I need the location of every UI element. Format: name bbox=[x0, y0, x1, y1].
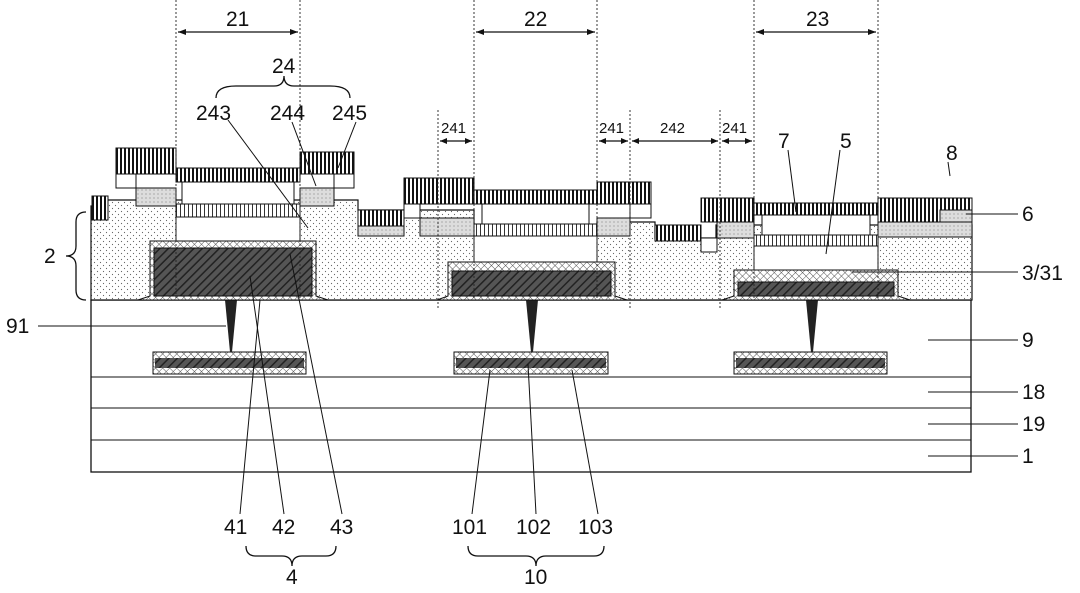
anodes bbox=[137, 240, 911, 301]
leader-lines bbox=[38, 119, 1018, 515]
label-5: 5 bbox=[840, 130, 852, 153]
label-241-b: 241 bbox=[599, 120, 624, 137]
label-21: 21 bbox=[226, 8, 249, 31]
top-film-stack bbox=[91, 147, 973, 253]
label-23: 23 bbox=[806, 8, 829, 31]
label-4: 4 bbox=[286, 566, 298, 589]
label-18: 18 bbox=[1022, 381, 1045, 404]
braces bbox=[65, 75, 605, 567]
label-243: 243 bbox=[196, 102, 231, 125]
label-19: 19 bbox=[1022, 413, 1045, 436]
label-7: 7 bbox=[778, 130, 790, 153]
label-241-c: 241 bbox=[722, 120, 747, 137]
label-43: 43 bbox=[330, 516, 353, 539]
label-41: 41 bbox=[224, 516, 247, 539]
label-244: 244 bbox=[270, 102, 305, 125]
label-102: 102 bbox=[516, 516, 551, 539]
label-10: 10 bbox=[524, 566, 547, 589]
label-9: 9 bbox=[1022, 329, 1034, 352]
label-1: 1 bbox=[1022, 445, 1034, 468]
label-101: 101 bbox=[452, 516, 487, 539]
vias bbox=[225, 300, 818, 352]
reference-labels: 21 22 23 24 243 244 245 241 241 242 241 … bbox=[6, 8, 1063, 589]
label-42: 42 bbox=[272, 516, 295, 539]
label-245: 245 bbox=[332, 102, 367, 125]
label-103: 103 bbox=[578, 516, 613, 539]
label-3-31: 3/31 bbox=[1022, 262, 1063, 285]
label-22: 22 bbox=[524, 8, 547, 31]
lower-electrodes bbox=[152, 351, 888, 375]
label-8: 8 bbox=[946, 142, 958, 165]
dimension-lines bbox=[175, 0, 879, 310]
label-91: 91 bbox=[6, 315, 29, 338]
label-24: 24 bbox=[272, 55, 296, 78]
label-241-a: 241 bbox=[441, 120, 466, 137]
label-242: 242 bbox=[660, 120, 685, 137]
label-2: 2 bbox=[44, 245, 56, 268]
label-6: 6 bbox=[1022, 203, 1034, 226]
